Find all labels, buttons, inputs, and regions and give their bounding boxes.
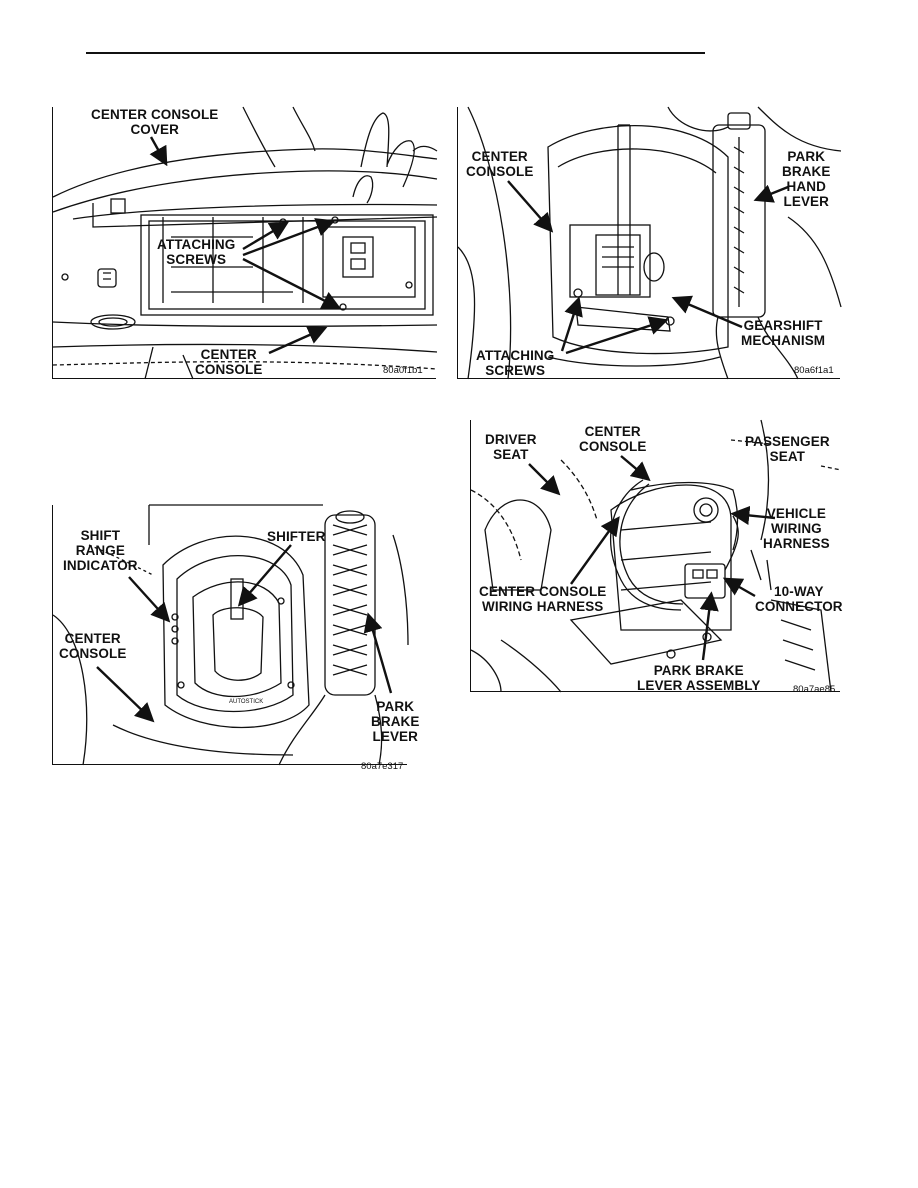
- figure-code: 80a0f1b1: [383, 365, 423, 376]
- label-center-console: CENTER CONSOLE: [59, 631, 127, 661]
- label-shifter: SHIFTER: [267, 529, 326, 544]
- label-attaching-screws: ATTACHING SCREWS: [476, 348, 555, 378]
- figure-wiring-harness: DRIVER SEAT CENTER CONSOLE PASSENGER SEA…: [470, 419, 843, 695]
- label-gearshift-mechanism: GEARSHIFT MECHANISM: [741, 318, 826, 348]
- figure-gearshift: CENTER CONSOLE PARK BRAKE HAND LEVER GEA…: [457, 106, 842, 380]
- console-cover-illustration: [52, 106, 438, 380]
- label-attaching-screws: ATTACHING SCREWS: [157, 237, 236, 267]
- label-park-brake-lever-assembly: PARK BRAKE LEVER ASSEMBLY: [637, 663, 761, 693]
- label-10-way-connector: 10-WAY CONNECTOR: [755, 584, 843, 614]
- label-vehicle-wiring-harness: VEHICLE WIRING HARNESS: [763, 506, 830, 551]
- shifter-illustration: [52, 504, 409, 766]
- label-driver-seat: DRIVER SEAT: [485, 432, 537, 462]
- figure-code: 80a7e317: [361, 761, 404, 772]
- label-center-console-cover: CENTER CONSOLE COVER: [91, 107, 219, 137]
- label-center-console: CENTER CONSOLE: [579, 424, 647, 454]
- label-center-console-wiring-harness: CENTER CONSOLE WIRING HARNESS: [479, 584, 607, 614]
- label-center-console: CENTER CONSOLE: [466, 149, 534, 179]
- badge-text: AUTOSTICK: [229, 699, 264, 705]
- label-passenger-seat: PASSENGER SEAT: [745, 434, 830, 464]
- figure-code: 80a6f1a1: [794, 365, 834, 376]
- label-park-brake-hand-lever: PARK BRAKE HAND LEVER: [782, 149, 831, 209]
- figure-code: 80a7ae85: [793, 684, 836, 695]
- figure-shifter: SHIFT RANGE INDICATOR SHIFTER CENTER CON…: [52, 504, 419, 772]
- label-shift-range-indicator: SHIFT RANGE INDICATOR: [63, 528, 138, 573]
- label-park-brake-lever: PARK BRAKE LEVER: [371, 699, 420, 744]
- label-center-console: CENTER CONSOLE: [195, 347, 263, 377]
- header-rule: [86, 52, 705, 54]
- wiring-harness-illustration: [470, 419, 842, 693]
- figure-console-cover: CENTER CONSOLE COVER ATTACHING SCREWS CE…: [52, 106, 438, 380]
